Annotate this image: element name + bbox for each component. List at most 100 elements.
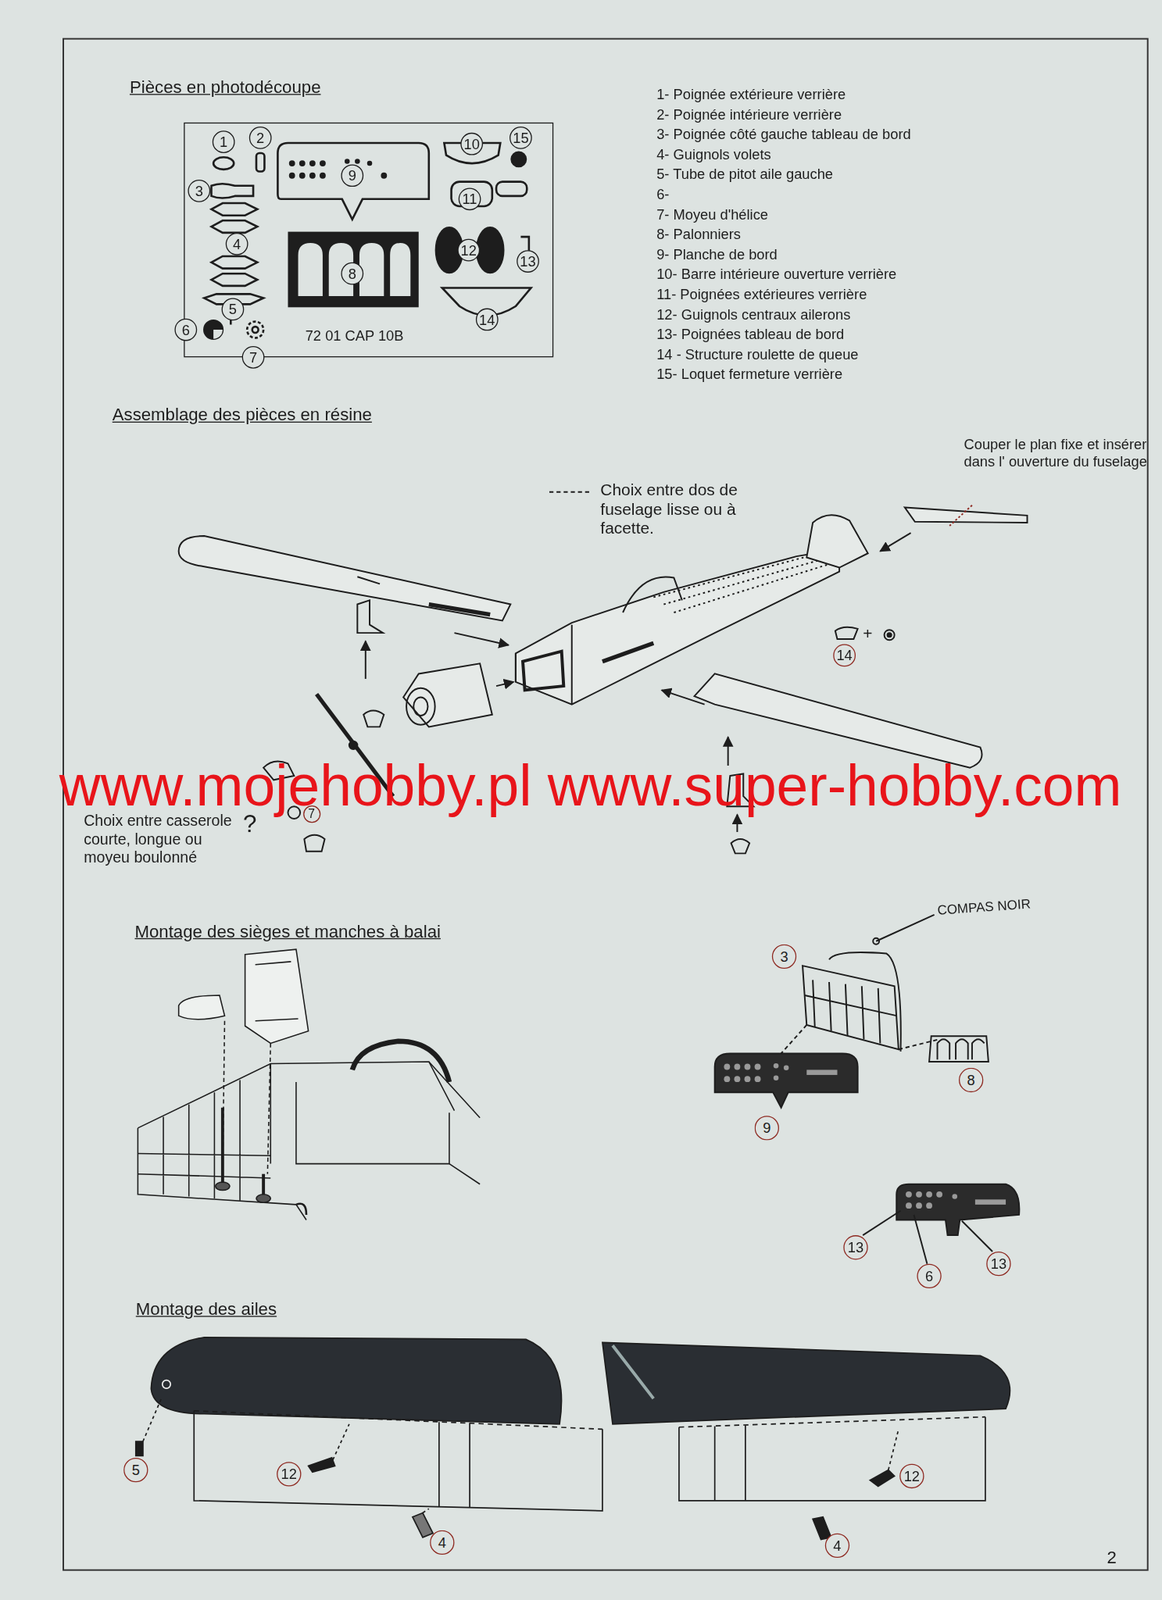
photo-etch-parts (367, 160, 373, 167)
aircraft-exploded-view (904, 507, 1028, 523)
callout-number: 3 (187, 179, 211, 203)
parts-list-item: 9- Planche de bord (656, 246, 778, 264)
cockpit-sketch (267, 1043, 271, 1174)
callout-number: 9 (340, 164, 364, 187)
photo-etch-parts (299, 172, 306, 179)
instrument-panel-assembly (975, 1199, 1006, 1205)
instrument-panel-assembly (862, 1211, 901, 1236)
photo-etch-parts (213, 157, 234, 170)
wing-assembly (869, 1470, 894, 1488)
wing-assembly (193, 1411, 603, 1431)
section-heading: Montage des ailes (135, 1299, 277, 1321)
aircraft-exploded-view (806, 514, 868, 568)
photo-etch-parts (277, 143, 429, 220)
callout-number: 5 (221, 298, 245, 322)
photo-etch-parts (354, 158, 361, 165)
aircraft-exploded-view (413, 697, 428, 716)
parts-list-item: 15- Loquet fermeture verrière (656, 365, 843, 383)
callout-number-text: 5 (132, 1462, 140, 1477)
cockpit-sketch (429, 1061, 480, 1185)
parts-list-item: 8- Palonniers (656, 225, 741, 244)
callout-number: 7 (242, 346, 265, 369)
callout-number-text: 9 (348, 168, 357, 183)
photo-etch-parts (319, 160, 326, 167)
instruction-note-text: Couper le plan fixe et insérer dans l' o… (964, 436, 1148, 470)
cockpit-sketch (137, 1079, 271, 1201)
callout-number: 1 (212, 130, 236, 154)
parts-list-item: 1- Poignée extérieure verrière (656, 85, 846, 104)
parts-list-item-text: 13- Poignées tableau de bord (656, 325, 844, 343)
instrument-panel-assembly (829, 952, 901, 1052)
aircraft-exploded-view (403, 663, 493, 727)
instruction-note-text: Choix entre casserole courte, longue ou … (83, 811, 233, 866)
aircraft-exploded-view (357, 600, 383, 633)
parts-list-item: 4- Guignols volets (656, 146, 771, 164)
parts-list-item: 11- Poignées extérieures verrière (656, 286, 867, 304)
photo-etch-parts (246, 321, 264, 339)
callout-number-text: 6 (925, 1269, 934, 1284)
callout-number-text: 8 (967, 1072, 976, 1087)
parts-list-item-text: 7- Moyeu d'hélice (656, 205, 769, 222)
parts-list-item: 14 - Structure roulette de queue (656, 346, 859, 364)
cockpit-sketch (296, 1204, 307, 1216)
annotation-text: + (862, 625, 873, 643)
parts-list-item: 13- Poignées tableau de bord (656, 325, 844, 344)
aircraft-exploded-view (522, 651, 564, 691)
wing-assembly (715, 1425, 746, 1502)
aircraft-exploded-view (496, 682, 514, 687)
callout-number: 9 (754, 1115, 780, 1141)
aircraft-exploded-view (835, 627, 859, 640)
instrument-panel-assembly (898, 1039, 940, 1050)
cockpit-sketch (245, 949, 309, 1044)
photo-etch-parts (210, 256, 258, 269)
section-heading: Assemblage des pièces en résine (112, 405, 372, 427)
wing-assembly (193, 1411, 603, 1512)
callout-number: 5 (123, 1458, 148, 1483)
callout-number-text: 13 (847, 1240, 864, 1255)
callout-number-text: 8 (348, 266, 357, 281)
callout-number-text: 9 (762, 1121, 771, 1136)
aircraft-exploded-view (663, 557, 830, 605)
callout-number: 11 (458, 187, 482, 211)
instrument-panel-assembly (804, 979, 898, 1044)
callout-number-text: 6 (182, 322, 190, 337)
photo-etch-parts (289, 160, 296, 167)
section-heading-text: Montage des sièges et manches à balai (134, 922, 440, 942)
cockpit-sketch (352, 1041, 450, 1083)
callout-number: 13 (843, 1235, 868, 1260)
annotation: + (862, 623, 873, 644)
photo-etch-parts (203, 143, 531, 340)
photo-etch-parts (309, 172, 316, 179)
aircraft-exploded-view (303, 835, 325, 852)
wing-assembly (439, 1422, 470, 1509)
callout-number: 8 (340, 262, 364, 286)
annotation: 2 (1106, 1548, 1116, 1570)
callout-number: 13 (986, 1251, 1011, 1277)
callout-number: 12 (899, 1464, 924, 1489)
aircraft-exploded-view (879, 532, 911, 552)
callout-number: 12 (276, 1462, 301, 1487)
instrument-panel-assembly (875, 915, 934, 942)
aircraft-exploded-view (349, 741, 358, 750)
callout-number-text: 13 (519, 253, 536, 269)
aircraft-exploded-view (429, 604, 490, 615)
aircraft-exploded-view (884, 629, 895, 640)
instrument-panel-assembly (773, 1076, 780, 1082)
parts-list-item-text: 6- (656, 185, 669, 203)
callout-number-text: 4 (232, 236, 241, 251)
parts-list-item: 5- Tube de pitot aile gauche (656, 165, 834, 183)
wing-assembly (135, 1337, 1011, 1541)
parts-list-item: 12- Guignols centraux ailerons (656, 305, 851, 323)
instrument-panel-assembly (872, 938, 880, 945)
instrument-panel-assembly (929, 1036, 989, 1062)
parts-list-item: 7- Moyeu d'hélice (656, 205, 769, 223)
watermark-text: www.mojehobby.pl www.super-hobby.com (59, 753, 1123, 818)
instrument-panel-assembly (806, 1069, 837, 1076)
cockpit-sketch (221, 1108, 225, 1185)
instrument-panel-assembly (913, 1215, 927, 1265)
callout-number: 10 (460, 132, 483, 156)
section-heading-text: Pièces en photodécoupe (129, 77, 322, 97)
wing-assembly (888, 1429, 899, 1470)
callout-number: 8 (958, 1068, 984, 1093)
parts-list-item: 6- (656, 185, 669, 204)
